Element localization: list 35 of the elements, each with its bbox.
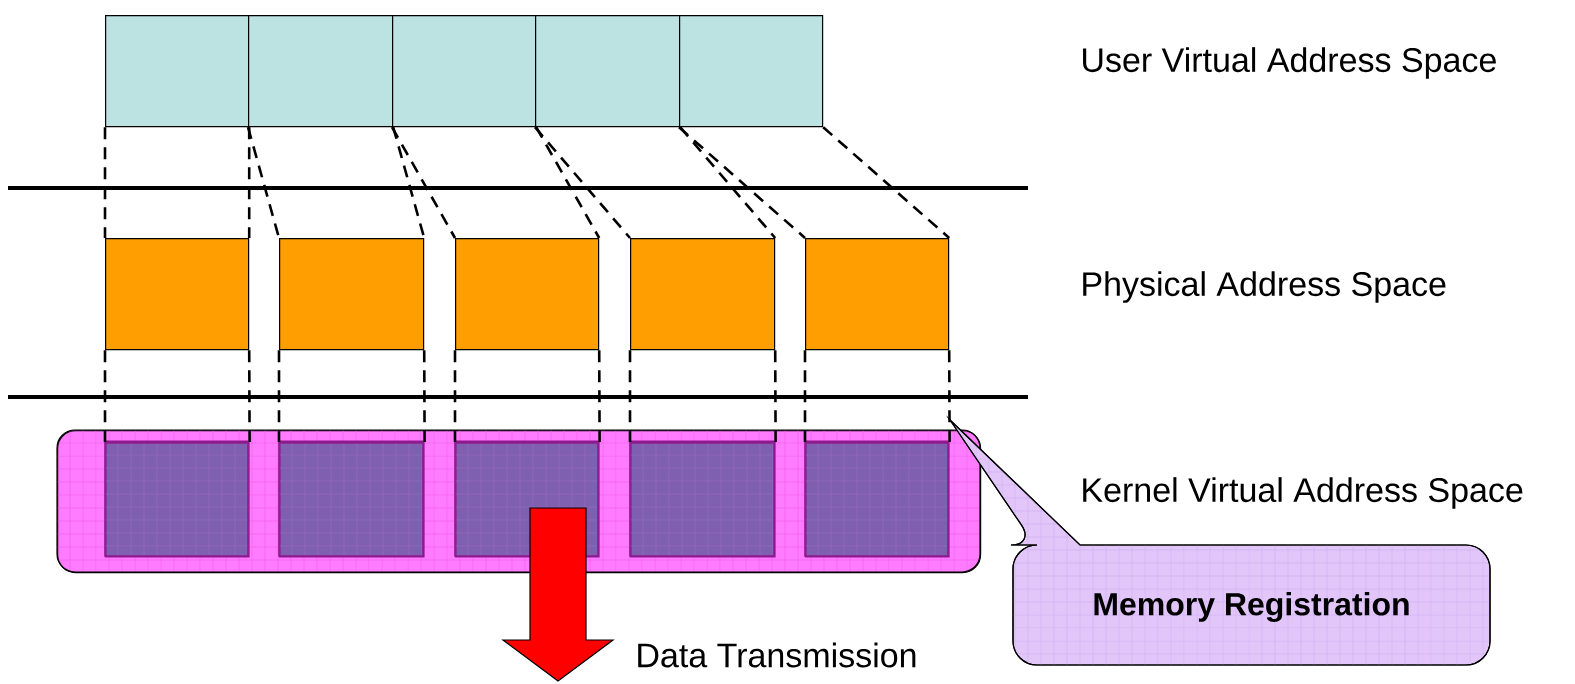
layer-label: Data Transmission: [638, 642, 916, 668]
mapping-line: [628, 350, 632, 442]
page-box: [630, 238, 776, 351]
page-box: [629, 440, 776, 558]
mapping-line: [247, 350, 251, 442]
mapping-line: [773, 350, 777, 442]
mapping-line: [947, 350, 951, 442]
page-box: [278, 440, 425, 558]
page-box: [105, 15, 250, 128]
page-box: [805, 238, 950, 351]
mapping-line: [453, 350, 457, 442]
mapping-line: [247, 127, 251, 238]
page-box: [392, 15, 537, 128]
page-box: [535, 15, 681, 128]
page-box: [804, 440, 950, 558]
mapping-line: [534, 126, 631, 239]
page-box: [104, 440, 250, 558]
layer-label: User Virtual Address Space: [1083, 47, 1496, 79]
mapping-line: [678, 126, 806, 239]
mapping-line: [103, 350, 107, 442]
mapping-line: [597, 350, 601, 442]
page-box: [279, 238, 425, 351]
mapping-line: [535, 126, 601, 239]
page-box: [455, 238, 600, 351]
page-box: [679, 15, 824, 128]
mapping-line: [679, 126, 777, 239]
mapping-line: [803, 350, 807, 442]
mapping-line: [422, 350, 426, 442]
mapping-line: [277, 350, 281, 442]
mapping-line: [103, 127, 107, 238]
page-box: [248, 15, 394, 128]
mapping-line: [822, 126, 951, 239]
page-box: [105, 238, 250, 351]
layer-label: Physical Address Space: [1083, 271, 1446, 303]
mapping-line: [390, 126, 457, 239]
